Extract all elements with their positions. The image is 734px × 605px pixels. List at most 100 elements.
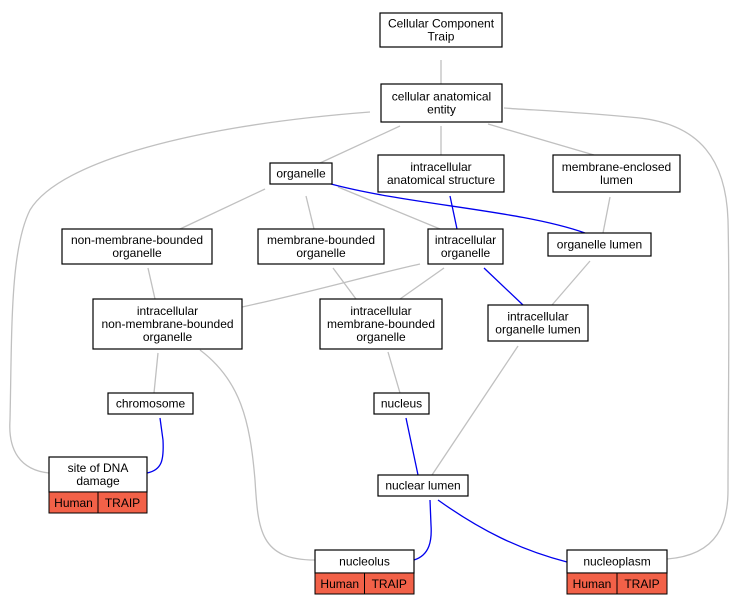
edge-line [413, 499, 432, 561]
node-label: intracellular [435, 233, 496, 247]
node-label: organelle [356, 330, 406, 344]
edge-ol-to-mel [602, 196, 611, 234]
node-label: entity [427, 103, 456, 117]
edge-line [332, 267, 357, 300]
node-box [427, 228, 504, 265]
edge-line [437, 499, 568, 563]
annotation-species-label: Human [573, 577, 612, 591]
edge-line [449, 195, 458, 230]
node-label: Traip [428, 30, 455, 44]
edge-nmbo-to-organelle [179, 188, 266, 230]
edge-nucleolus-to-nuclumen [413, 499, 432, 561]
edge-inmbo-to-nmbo [147, 267, 156, 300]
node-box [257, 228, 385, 265]
edge-line [330, 183, 586, 234]
annotation-gene-cell [97, 491, 148, 514]
edge-iol-to-ol [551, 260, 591, 306]
edge-line [399, 267, 445, 300]
node-nucleolus[interactable]: nucleolus [314, 549, 415, 574]
edge-imbo-to-io [399, 267, 445, 300]
node-chromosome[interactable]: chromosome [107, 392, 194, 415]
node-nucleoplasm[interactable]: nucleoplasm [566, 549, 668, 574]
annotation-nucleoplasm: Human TRAIP [566, 572, 668, 595]
edge-mel-to-cae [487, 123, 595, 156]
edge-line [503, 107, 730, 560]
edge-line [602, 196, 611, 234]
node-box [552, 154, 681, 193]
node-ol[interactable]: organelle lumen [547, 232, 652, 257]
edge-nuclumen-to-nucleus [405, 417, 419, 476]
edge-imbo-to-mbo [332, 267, 357, 300]
annotation-species-label: Human [320, 577, 359, 591]
node-box [547, 232, 652, 257]
edge-line [179, 188, 266, 230]
edge-nucleus-to-imbo [387, 351, 401, 394]
annotation-gene-label: TRAIP [372, 577, 407, 591]
annotation-gene-cell [364, 572, 415, 595]
node-box [107, 392, 194, 415]
node-box [487, 304, 589, 342]
edge-mbo-to-organelle [305, 195, 315, 230]
edge-line [431, 345, 519, 476]
edge-line [153, 352, 159, 394]
edge-line [319, 125, 401, 164]
edges-layer [9, 60, 730, 563]
node-label: intracellular [350, 304, 411, 318]
node-nuclumen[interactable]: nuclear lumen [377, 474, 469, 497]
edge-line [147, 267, 156, 300]
node-label: lumen [600, 173, 633, 187]
node-label: nuclear lumen [385, 479, 460, 493]
edge-nuclumen-to-iol [431, 345, 519, 476]
edge-organelle-to-cae [319, 125, 401, 164]
edge-sdd-to-chromosome [146, 417, 164, 474]
edge-line [305, 195, 315, 230]
node-label: organelle [276, 167, 326, 181]
edge-ol-to-organelle [330, 183, 586, 234]
edge-line [241, 263, 421, 308]
node-label: nucleoplasm [583, 555, 650, 569]
node-box [61, 228, 213, 265]
edge-line [337, 186, 441, 230]
edge-iol-to-io [483, 267, 524, 306]
edge-line [487, 123, 595, 156]
node-label: damage [76, 474, 120, 488]
node-label: organelle [143, 330, 193, 344]
node-label: nucleolus [339, 555, 390, 569]
edge-line [483, 267, 524, 306]
edge-io-to-organelle [337, 186, 441, 230]
node-label: intracellular [410, 160, 471, 174]
edge-nucleoplasm-to-nuclumen [437, 499, 568, 563]
node-label: site of DNA [68, 461, 129, 475]
node-label: Cellular Component [388, 17, 495, 31]
node-label: intracellular [137, 304, 198, 318]
node-label: cellular anatomical [392, 90, 491, 104]
edge-chromosome-to-inmbo [153, 352, 159, 394]
edge-nucleolus-to-inmbo [199, 349, 316, 561]
node-label: intracellular [507, 310, 568, 324]
node-box [373, 392, 430, 415]
edge-line [551, 260, 591, 306]
edge-line [387, 351, 401, 394]
node-label: anatomical structure [387, 173, 495, 187]
edge-line [199, 349, 316, 561]
node-label: organelle lumen [557, 238, 642, 252]
node-inmbo[interactable]: intracellularnon-membrane-boundedorganel… [92, 298, 243, 350]
node-box [319, 298, 443, 350]
annotation-gene-label: TRAIP [624, 577, 659, 591]
node-nucleus[interactable]: nucleus [373, 392, 430, 415]
node-box [377, 474, 469, 497]
node-organelle[interactable]: organelle [269, 162, 333, 185]
edge-sdd-to-cae [9, 111, 371, 474]
